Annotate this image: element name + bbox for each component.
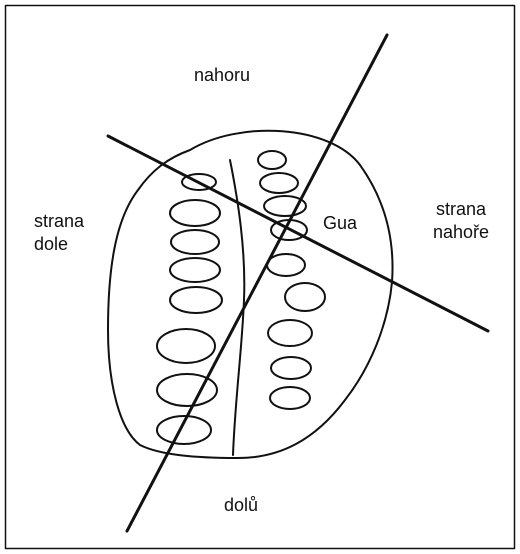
label-right-side: strana nahoře [433,198,489,243]
seed [170,200,220,226]
seed [170,287,222,313]
diagonal-axis-across [108,136,488,331]
seed [268,320,312,346]
label-right-line1: strana [433,198,489,221]
seed [285,283,325,311]
seed [267,254,305,276]
label-left-line1: strana [34,210,84,233]
label-left-line2: dole [34,233,84,256]
seed [171,230,219,254]
label-center: Gua [323,212,357,235]
label-top: nahoru [194,64,250,87]
seed [157,329,215,363]
label-bottom: dolů [224,494,258,517]
right-seed-column [258,151,325,409]
label-right-line2: nahoře [433,221,489,244]
left-seed-column [157,174,222,444]
seed [270,387,310,409]
seed [260,173,298,193]
seed [271,357,311,379]
seed [258,151,286,169]
label-left-side: strana dole [34,210,84,255]
seed [170,258,220,282]
